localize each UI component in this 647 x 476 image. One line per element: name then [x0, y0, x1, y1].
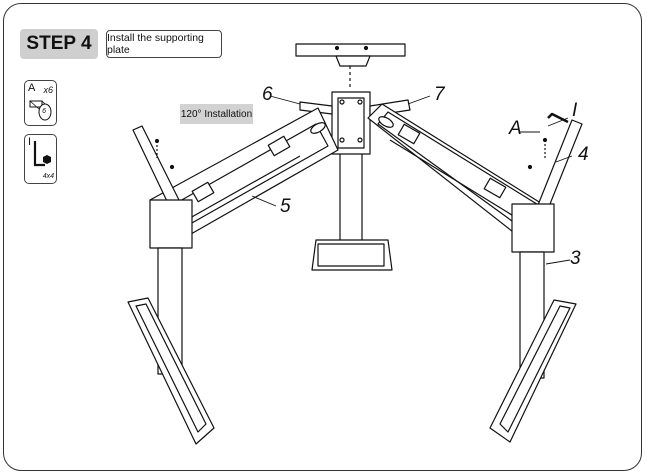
part-a-letter: A [28, 82, 36, 94]
left-leg [127, 199, 215, 445]
right-leg [489, 203, 577, 443]
part-i-size: 4x4 [42, 173, 54, 180]
part-card-a: A x6 6 [24, 80, 57, 126]
callout-i: I [572, 100, 578, 121]
part-i-letter: I [28, 136, 32, 148]
center-hub [299, 91, 411, 155]
callout-5: 5 [280, 196, 291, 217]
callout-6: 6 [262, 84, 273, 105]
part-card-i: I 4x4 [24, 134, 57, 184]
center-leg [311, 149, 393, 271]
bolt-icon [29, 100, 52, 121]
step-caption: Install the supporting plate [106, 30, 222, 58]
callout-4: 4 [578, 144, 589, 165]
hex-key-icon [33, 141, 51, 167]
hex-key-part [547, 112, 569, 124]
callout-leaders [251, 95, 573, 265]
part-a-quantity: x6 [43, 85, 53, 95]
supporting-plate [295, 43, 406, 90]
callout-7: 7 [434, 84, 445, 105]
callout-a: A [509, 118, 522, 139]
step-badge: STEP 4 [20, 29, 98, 59]
installation-angle-tag: 120° Installation [180, 104, 253, 124]
callout-3: 3 [570, 248, 581, 269]
part-a-size: 6 [42, 108, 46, 115]
